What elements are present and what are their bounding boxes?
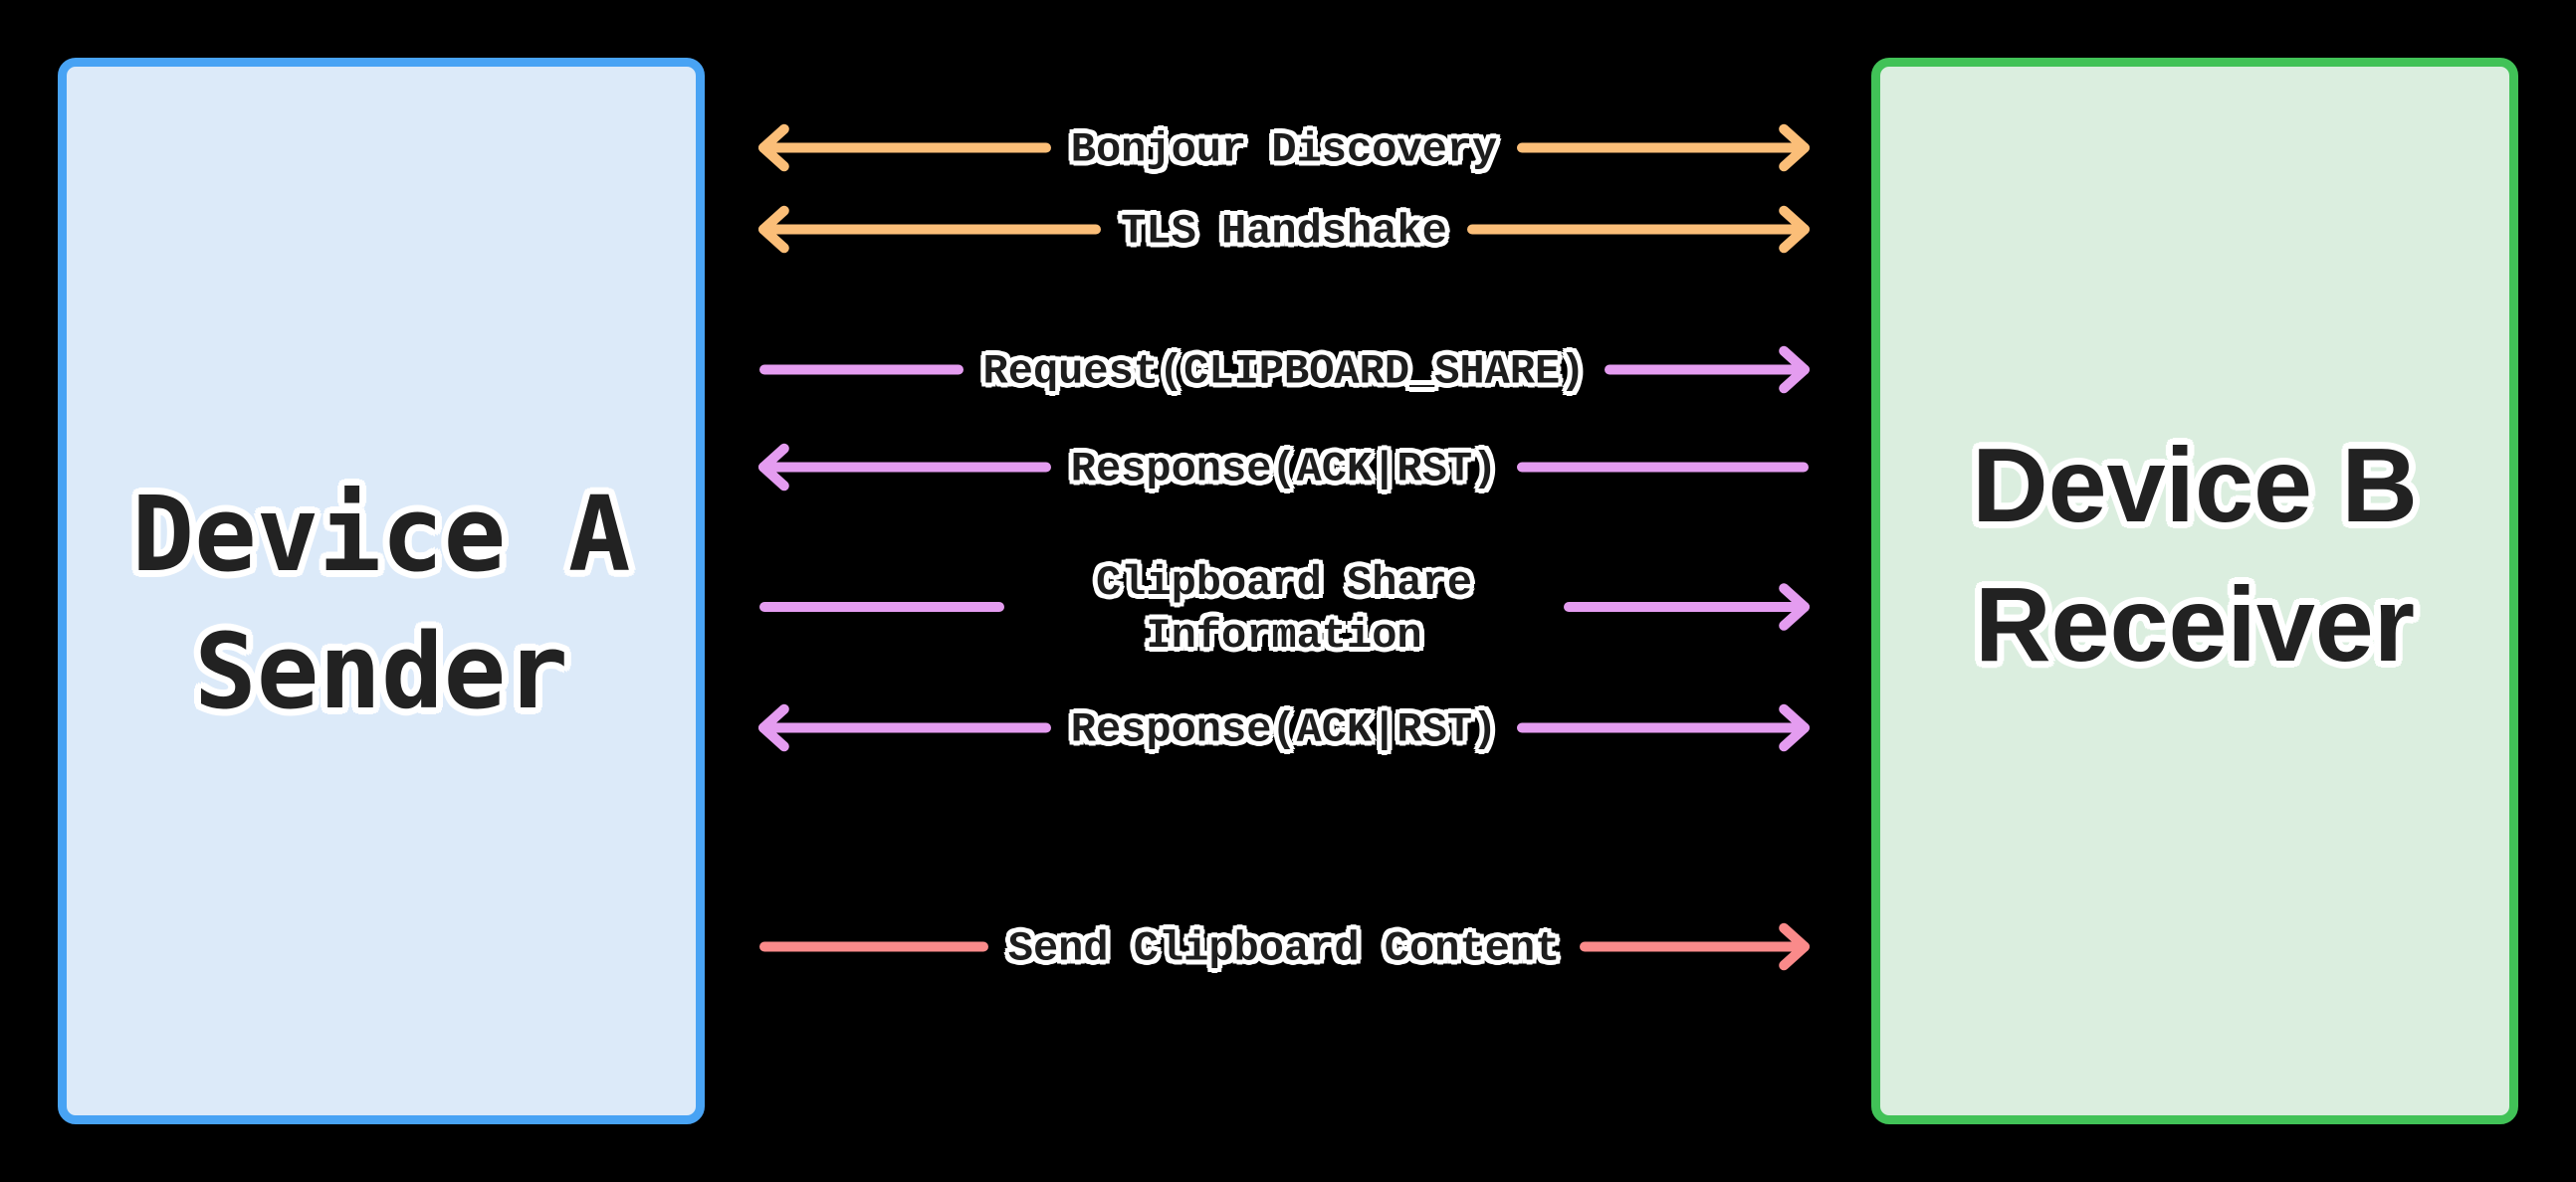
message-line-left [759,364,964,374]
device-b-box: Device B Receiver [1871,58,2518,1124]
message-line-left [759,941,988,951]
message-label: Response(ACK|RST) [1070,705,1498,754]
device-a-box: Device A Sender [58,58,705,1124]
message-row: Response(ACK|RST) [759,441,1810,493]
message-row: Bonjour Discovery [759,121,1810,174]
message-line-left [759,602,1004,612]
message-line-right [1517,142,1810,152]
device-b-title: Device B Receiver [1972,427,2418,684]
message-label: Clipboard Share Information [1095,559,1473,660]
message-label: Send Clipboard Content [1007,924,1561,973]
message-line-left [759,142,1051,152]
message-row: TLS Handshake [759,203,1809,256]
message-line-right [1517,462,1810,472]
message-line-left [759,722,1051,732]
message-label: Request(CLIPBOARD_SHARE) [982,347,1586,396]
message-line-left [759,224,1102,234]
message-line-right [1605,364,1809,374]
message-line-right [1517,722,1810,732]
message-line-right [1564,602,1809,612]
message-label: Response(ACK|RST) [1070,445,1498,493]
message-line-right [1580,941,1809,951]
message-line-left [759,462,1051,472]
message-line-right [1466,224,1809,234]
message-row: Request(CLIPBOARD_SHARE) [759,343,1809,396]
message-row: Send Clipboard Content [759,920,1809,973]
message-row: Response(ACK|RST) [759,701,1810,754]
message-label: TLS Handshake [1121,207,1447,256]
message-row: Clipboard Share Information [759,554,1809,660]
device-a-title: Device A Sender [131,474,631,732]
message-label: Bonjour Discovery [1070,125,1498,174]
